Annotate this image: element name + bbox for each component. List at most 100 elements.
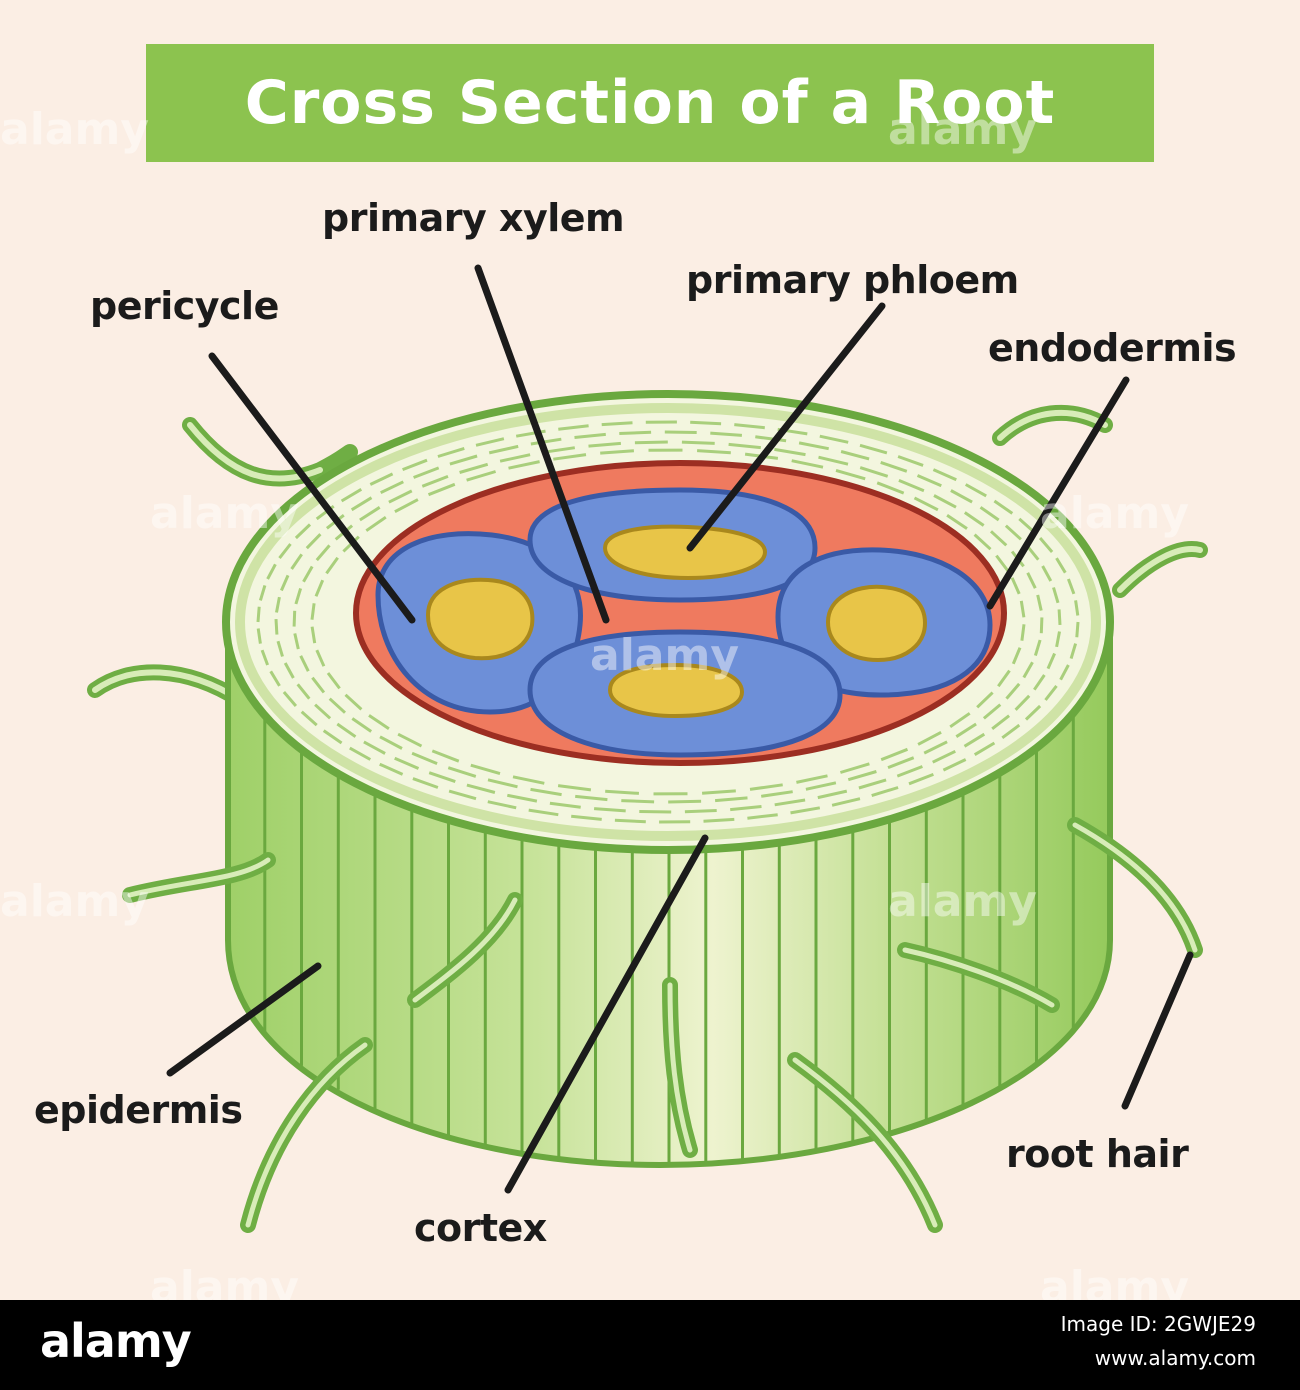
cortex-leader	[504, 834, 709, 1194]
diagram-title: Cross Section of a Root	[244, 68, 1056, 138]
cortex-cell	[668, 799, 702, 804]
cortex-cell	[749, 783, 783, 791]
cortex-cell	[796, 774, 828, 784]
epidermis-ring	[235, 403, 1101, 841]
cortex-cell	[475, 437, 505, 447]
cortex-cell	[614, 818, 646, 824]
label-primary-xylem: primary xylem	[322, 196, 625, 240]
cortex-cell	[530, 787, 562, 797]
cortex-cell	[431, 749, 460, 763]
watermark: alamy	[590, 630, 739, 681]
cortex-cell	[876, 481, 905, 495]
cortex-cell	[831, 797, 861, 807]
diagram-canvas: Cross Section of a Root	[0, 44, 1237, 1300]
cortex-cell	[449, 454, 478, 466]
cortex-cell	[593, 807, 626, 813]
root-hair-leader	[1121, 951, 1194, 1110]
cortex-cell	[1011, 647, 1022, 665]
cortex-cell	[605, 789, 639, 795]
cortex-cell	[487, 800, 517, 810]
cortex-cell	[995, 554, 1010, 572]
cortex-cell	[1052, 587, 1060, 604]
cortex-cell	[835, 468, 866, 481]
cortex-cell	[369, 472, 394, 486]
cortex-cell	[256, 628, 262, 644]
cortex-cell	[1033, 639, 1042, 657]
cortex-cell	[543, 446, 576, 454]
cortex-cell	[305, 533, 322, 550]
cortex-cell	[380, 480, 404, 495]
cortex-cell	[310, 603, 316, 620]
cortex-cell	[817, 789, 848, 800]
watermark: alamy	[1040, 488, 1189, 539]
endodermis-leader	[986, 376, 1130, 610]
watermark: alamy	[0, 104, 149, 155]
cortex-cell	[805, 781, 837, 791]
cortex-cell	[1041, 565, 1053, 582]
xylem-core-bottom	[607, 662, 745, 719]
cortex-cell	[601, 421, 633, 427]
cortex-cell	[302, 565, 314, 583]
label-root-hair: root hair	[1006, 1132, 1189, 1176]
cortex-cell	[1014, 694, 1031, 711]
cortex-cell	[955, 722, 977, 738]
cortex-cell	[600, 449, 635, 455]
cortex-cell	[292, 610, 297, 627]
cortex-cell	[1038, 537, 1054, 553]
cortex-cell	[858, 778, 887, 790]
cortex-cell	[730, 805, 762, 812]
cortex-cell	[963, 511, 985, 527]
cortex-cell	[394, 498, 419, 514]
cortex-cell	[697, 449, 731, 455]
cortex-cell	[1055, 631, 1061, 648]
cortex-cell	[340, 488, 363, 503]
cortex-cell	[714, 796, 748, 803]
cortex-cell	[963, 732, 986, 748]
cortex-cell	[588, 441, 622, 448]
cortex-cell	[932, 749, 956, 764]
cortex-cell	[1036, 594, 1043, 611]
cortex-cell	[897, 455, 924, 467]
cortex-cell	[979, 506, 1000, 522]
root-cross-section-illustration	[87, 264, 1208, 1233]
cortex-cell	[488, 444, 519, 455]
cortex-cell	[558, 424, 589, 431]
cortex-cell	[388, 489, 413, 504]
cortex-cell	[437, 446, 465, 458]
alamy-logo: alamy	[40, 1314, 192, 1368]
cortex-cell	[896, 765, 923, 778]
cortex-cell	[258, 584, 267, 601]
cortex-cell	[755, 435, 787, 443]
cortex-cell	[508, 460, 540, 470]
footer-url: www.alamy.com	[1094, 1346, 1256, 1370]
cortex-cell	[1022, 661, 1034, 679]
cortex-cell	[1074, 600, 1080, 616]
cortex-cell	[447, 766, 477, 778]
cortex-cell	[1019, 600, 1026, 618]
primary-xylem-leader	[474, 264, 610, 624]
cortex-cell	[315, 544, 331, 562]
cortex-cell	[818, 455, 849, 466]
cortex-cell	[365, 515, 387, 532]
cortex-cell	[898, 479, 925, 493]
cortex-cell	[294, 523, 312, 540]
cortex-cell	[664, 430, 697, 434]
cortex-cell	[314, 579, 325, 597]
label-primary-phloem: primary phloem	[686, 258, 1019, 302]
cortex-cell	[1057, 609, 1062, 625]
cortex-cell	[326, 672, 341, 690]
cortex-cell	[710, 431, 743, 437]
cortex-cell	[964, 483, 987, 498]
cortex-cell	[1039, 617, 1044, 634]
title-banner: Cross Section of a Root	[146, 44, 1154, 162]
watermark: alamy	[150, 1262, 299, 1300]
watermark: alamy	[888, 876, 1037, 927]
cortex-cell	[575, 794, 608, 802]
cortex-cell	[701, 789, 736, 795]
cortex-cell	[427, 482, 456, 497]
cortex-cell	[368, 714, 390, 730]
cortex-cell	[466, 783, 496, 794]
cortex-cell	[557, 784, 592, 792]
cortex-cell	[379, 735, 403, 750]
cortex-cell	[950, 489, 973, 504]
